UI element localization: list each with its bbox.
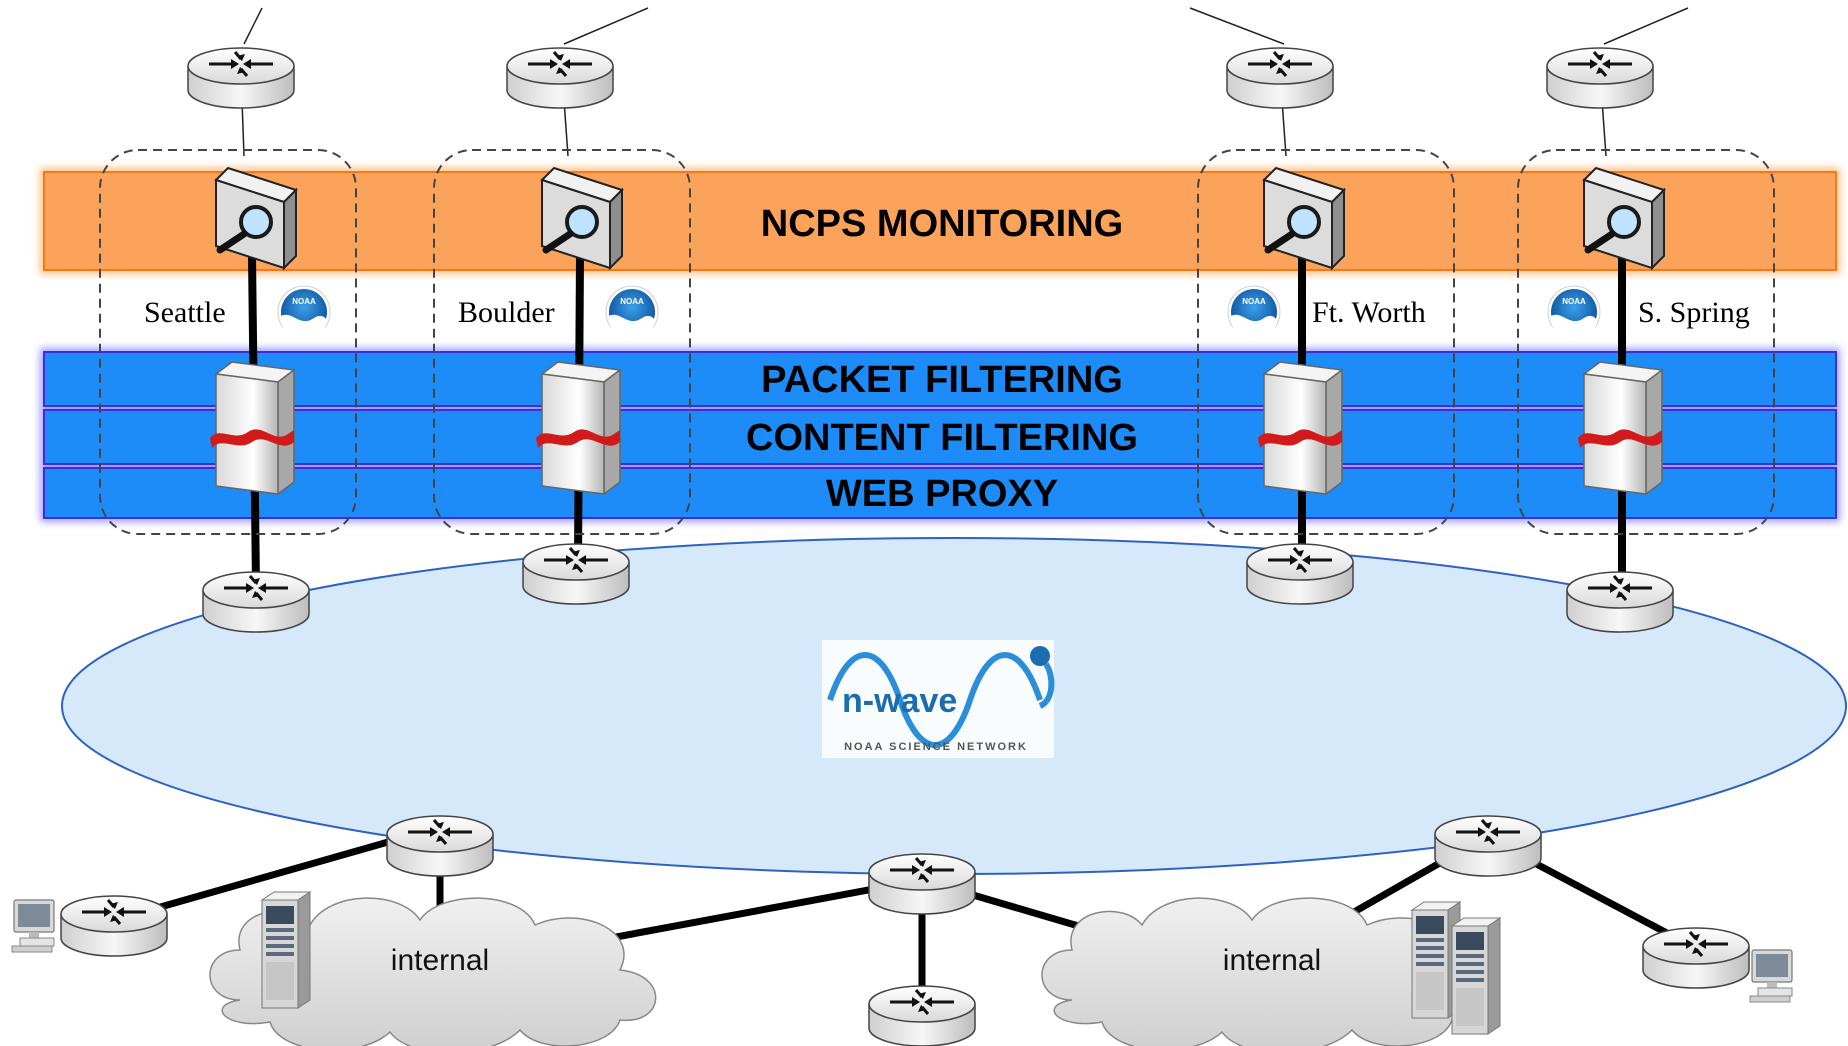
firewall-icon [209,361,295,495]
n-wave-title: n-wave [842,682,957,720]
router-icon [1545,46,1655,110]
web-proxy-label: WEB PROXY [826,473,1058,515]
cloud-label: internal [391,944,489,977]
noaa-badge-text: NOAA [620,297,644,306]
site-boxes [99,149,1775,535]
firewall-icon [1577,361,1663,495]
workstation-icon [1749,949,1793,1003]
router-icon [1565,570,1675,634]
router-icon [59,894,169,958]
router-icon [1641,926,1751,990]
noaa-logo-icon: NOAA [277,285,331,342]
router-icon [1245,542,1355,606]
noaa-logo-icon: NOAA [605,285,659,342]
noaa-logo-icon: NOAA [1227,285,1281,342]
uplink-lines [241,7,1689,157]
workstation-icon [11,899,55,953]
site-label: Seattle [144,296,226,329]
noaa-badge-text: NOAA [292,297,316,306]
router-icon [521,542,631,606]
router-icon [505,46,615,110]
site-label: Ft. Worth [1312,296,1426,329]
noaa-logo-icon: NOAA [1547,285,1601,342]
firewall-icon [1257,361,1343,495]
content-filtering-label: CONTENT FILTERING [746,417,1138,459]
router-icon [1225,46,1335,110]
monitoring-band [40,168,1840,274]
server-icon [261,891,311,1009]
router-icon [867,852,977,916]
filter-bands [40,348,1840,522]
firewall-icon [535,361,621,495]
router-icon [1433,814,1543,878]
monitoring-band-label: NCPS MONITORING [761,203,1123,245]
n-wave-logo: n-wave NOAA SCIENCE NETWORK [822,640,1055,758]
server-icon [1451,917,1501,1035]
packet-filtering-label: PACKET FILTERING [761,359,1123,401]
noaa-badge-text: NOAA [1562,297,1586,306]
router-icon [201,570,311,634]
site-label: Boulder [458,296,555,329]
router-icon [385,814,495,878]
internal-cloud: internal [209,897,657,1046]
router-icon [186,46,296,110]
n-wave-subtitle: NOAA SCIENCE NETWORK [844,741,1028,753]
noaa-badge-text: NOAA [1242,297,1266,306]
cloud-label: internal [1223,944,1321,977]
internal-cloud: internal [1041,897,1489,1046]
router-icon [867,984,977,1046]
site-label: S. Spring [1638,296,1750,329]
